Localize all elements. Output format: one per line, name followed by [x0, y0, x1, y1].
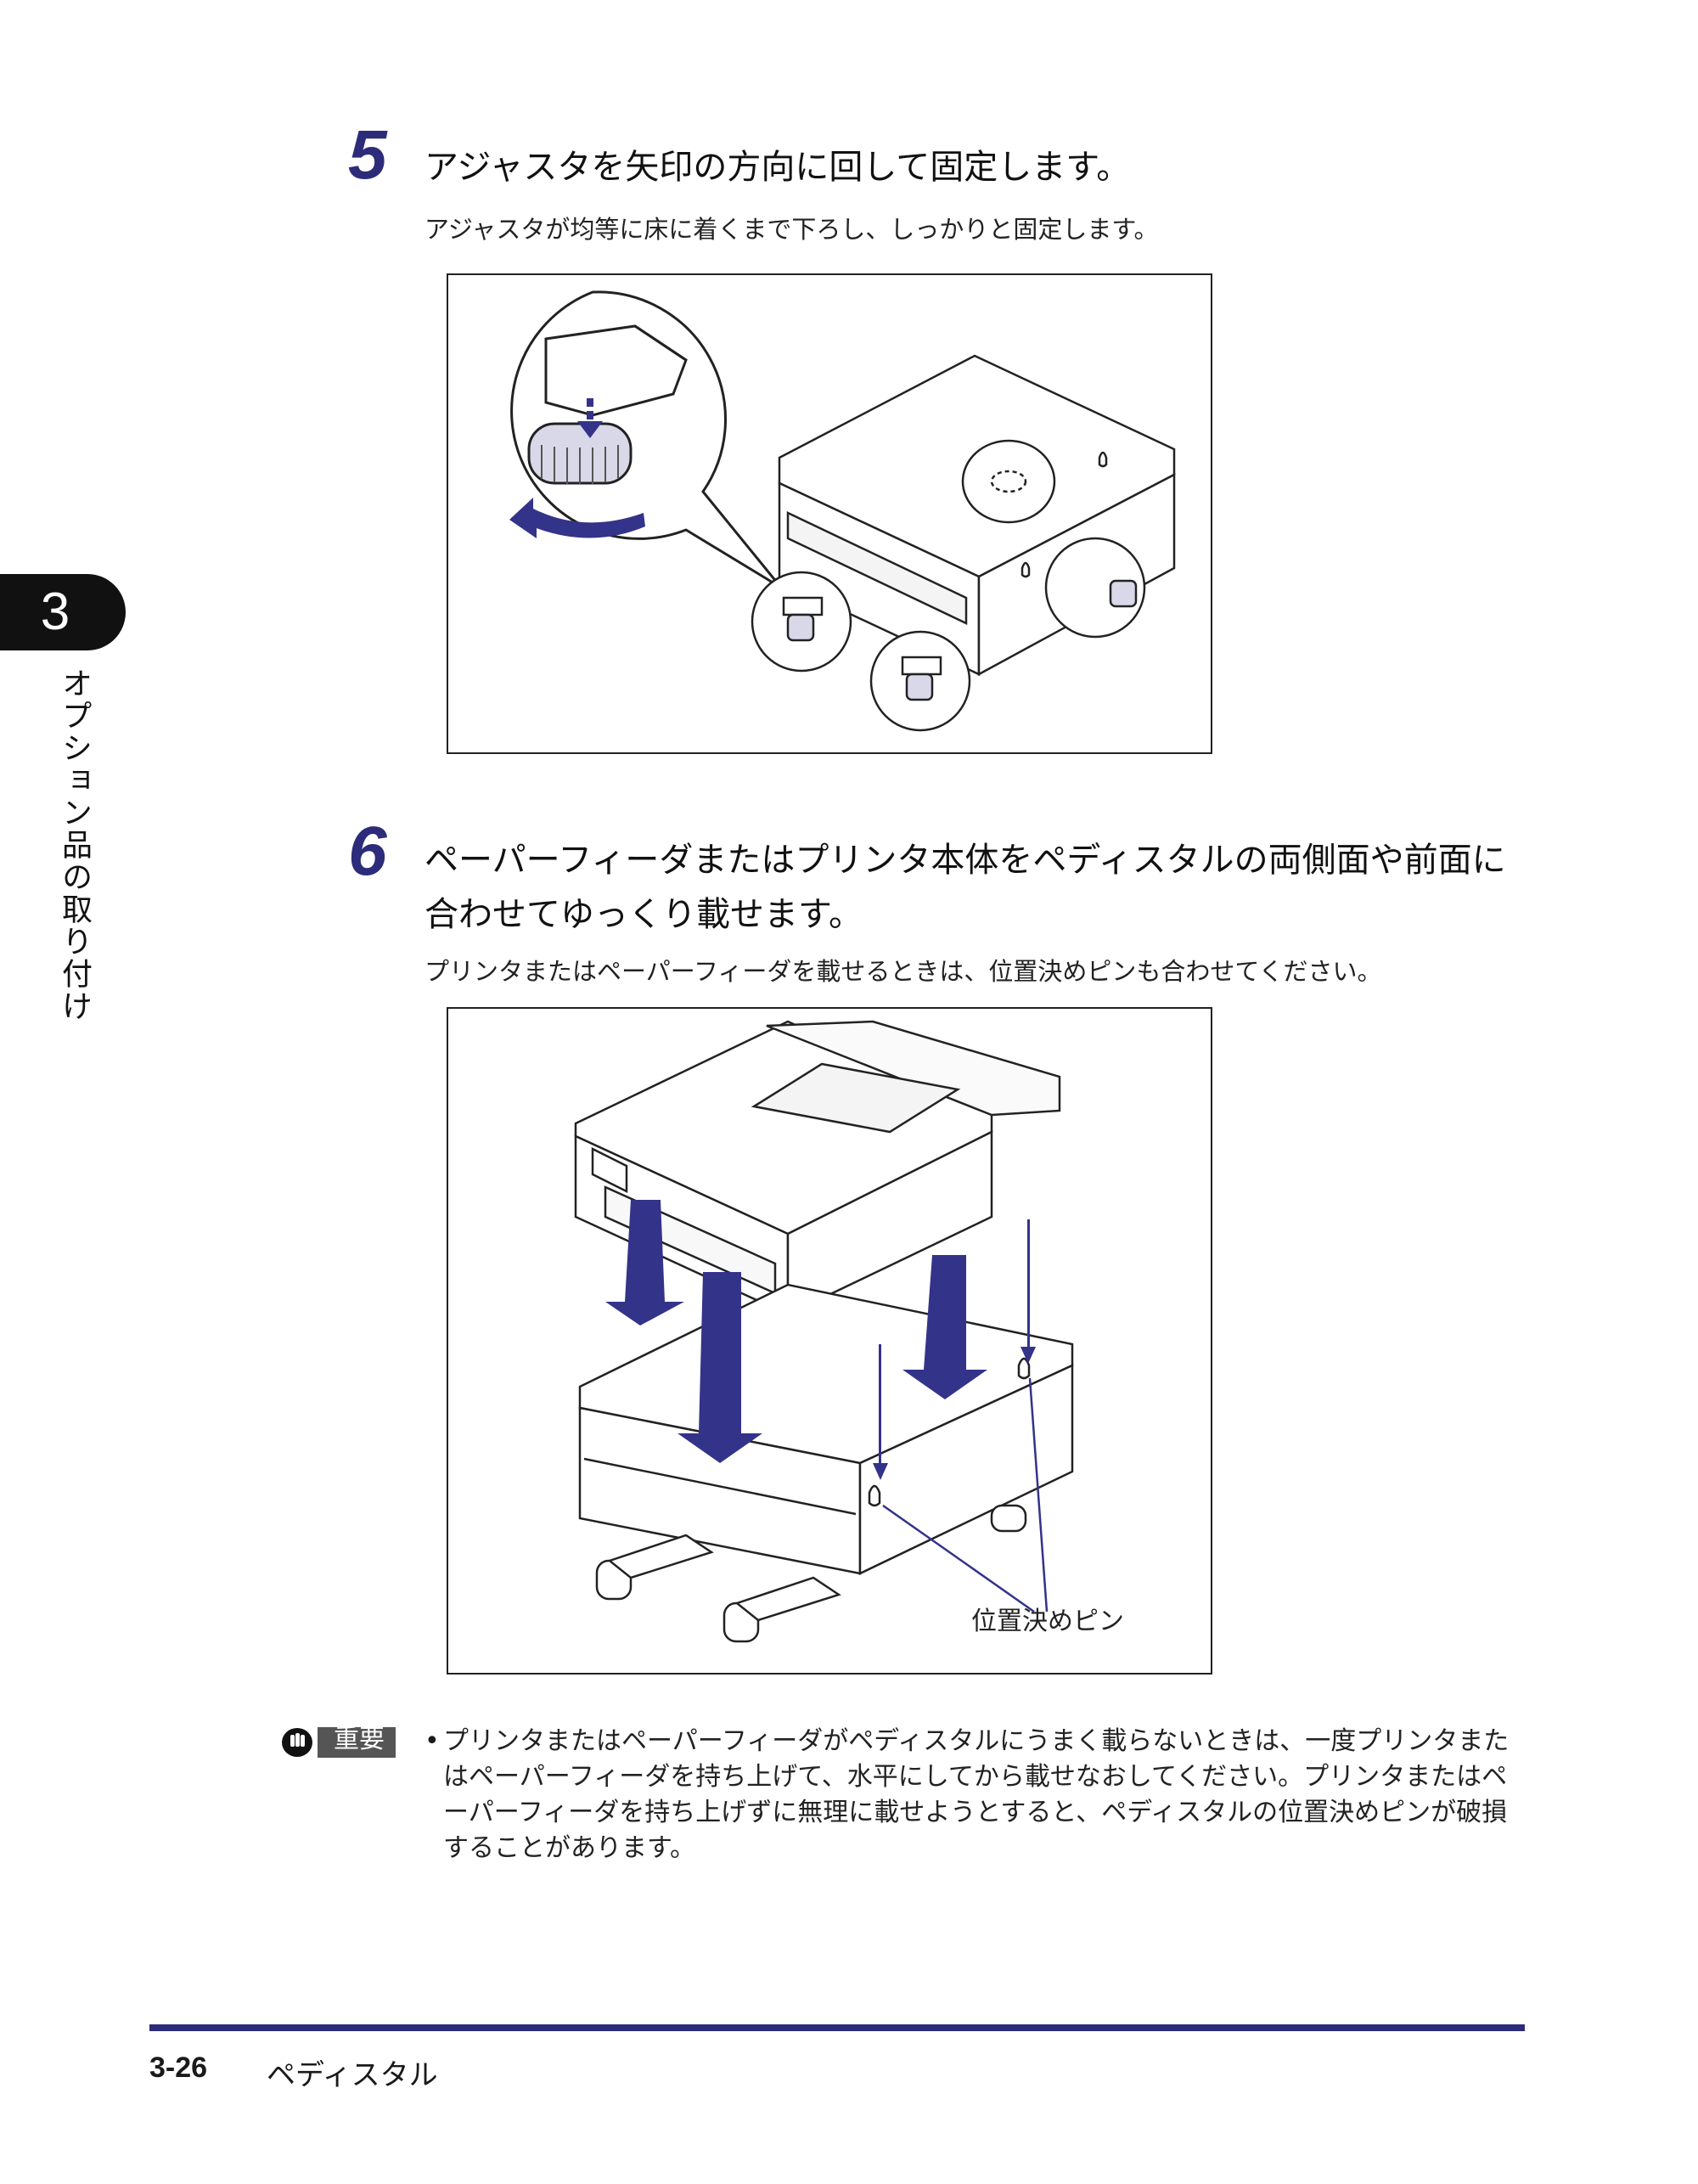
rotate-arrow	[509, 498, 645, 538]
pin-leader-front	[882, 1504, 1035, 1613]
footer-rule	[149, 2024, 1525, 2031]
step-6-description: プリンタまたはペーパーフィーダを載せるときは、位置決めピンも合わせてください。	[424, 957, 1382, 986]
step-6-number: 6	[348, 813, 387, 890]
page-number: 3-26	[149, 2052, 208, 2084]
down-arrow-right	[902, 1255, 987, 1399]
step-5-title: アジャスタを矢印の方向に回して固定します。	[424, 148, 1131, 187]
note-bullet: •	[424, 1726, 440, 1756]
figure-adjuster	[447, 273, 1212, 754]
locating-pin-front	[868, 1484, 881, 1507]
step-5-description: アジャスタが均等に床に着くまで下ろし、しっかりと固定します。	[424, 215, 1159, 244]
locating-pin-label: 位置決めピン	[971, 1607, 1124, 1636]
pin-leader-back	[1028, 1377, 1049, 1613]
note-badge	[280, 1727, 396, 1758]
figure-mounting	[447, 1007, 1212, 1675]
adjuster-illustration	[509, 290, 1176, 732]
locating-pin-back	[1017, 1357, 1031, 1380]
chapter-tab	[0, 574, 126, 650]
step-6-title-line2: 合わせてゆっくり載せます。	[424, 895, 863, 934]
down-arrow-center	[678, 1272, 762, 1463]
mounting-illustration	[574, 1020, 1074, 1643]
step-5-number: 5	[348, 116, 387, 194]
down-arrow-left	[605, 1200, 684, 1326]
adjuster-circle-right	[1044, 537, 1146, 639]
step-6-title-line1: ペーパーフィーダまたはプリンタ本体をペディスタルの両側面や前面に	[424, 841, 1506, 880]
hand-stop-icon	[282, 1728, 312, 1757]
chapter-title: オプション品の取り付け	[57, 667, 92, 1022]
note-text: プリンタまたはペーパーフィーダがペディスタルにうまく載らないときは、一度プリンタ…	[443, 1726, 1510, 1863]
note-label: 重要	[334, 1725, 385, 1754]
pedestal-side-lower	[858, 1364, 1074, 1575]
chapter-number: 3	[40, 583, 70, 641]
footer-section-title: ペディスタル	[267, 2058, 438, 2092]
